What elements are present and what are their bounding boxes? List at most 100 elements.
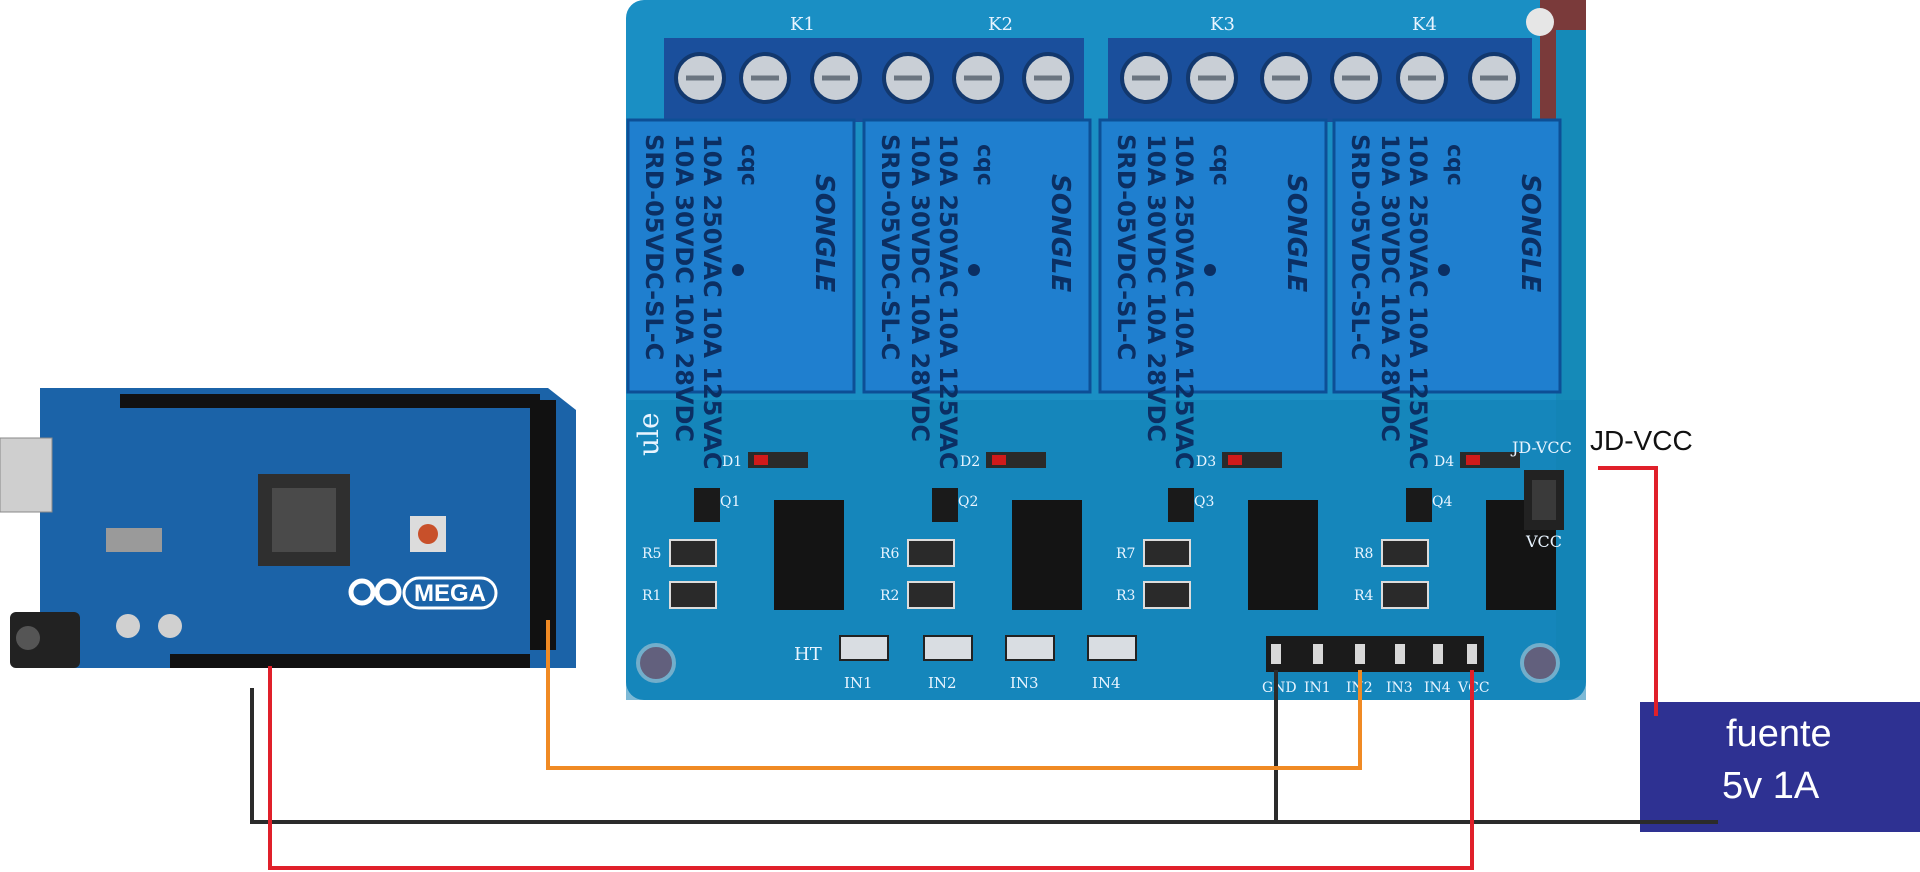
optocoupler [1248,500,1318,610]
relay-mark: cqc [972,144,997,186]
transistor-label: Q4 [1432,494,1452,510]
header-pin [1467,644,1477,664]
header-housing [1266,636,1484,672]
relay-dot [968,264,980,276]
header-pin-label: GND [1262,680,1297,696]
resistor-label: R2 [880,588,899,604]
header-pin [1433,644,1443,664]
jumper-label-top: JD-VCC [1510,438,1572,457]
relay-brand: SONGLE [1045,174,1075,292]
resistor-label: R3 [1116,588,1135,604]
resistor-label: R6 [880,546,900,562]
vcc-wire [268,666,1474,870]
header-pin [1271,644,1281,664]
relay-spec-line3: 10A 250VAC 10A 125VAC [1170,134,1198,469]
diode-band [754,455,768,465]
power-supply: fuente 5v 1A [1640,702,1920,832]
power-supply-box [1640,702,1920,832]
crystal [106,528,162,552]
signal-wire [546,620,1362,770]
relay-spec-line1: SRD-05VDC-SL-C [876,134,904,360]
relay-spec-line2: 10A 30VDC 10A 28VDC [670,134,698,442]
header-pin-label: IN3 [1386,680,1413,696]
relay-label-2: K2 [988,14,1013,35]
header-pin-label: IN1 [1304,680,1331,696]
usb-connector [0,437,53,513]
transistor-label: Q2 [958,494,978,510]
resistor [669,581,717,609]
diode-band [992,455,1006,465]
relay-spec-line3: 10A 250VAC 10A 125VAC [1404,134,1432,469]
power-supply-line1: fuente [1726,713,1832,755]
resistor-label: R5 [642,546,661,562]
relay-spec-line1: SRD-05VDC-SL-C [640,134,668,360]
gnd-wire [250,688,1718,824]
transistor [694,488,720,522]
terminal-block-right [1108,38,1532,122]
capacitor [116,614,140,638]
jumper-cap [1532,480,1556,520]
header-pin [1395,644,1405,664]
relay-mark: cqc [1208,144,1233,186]
arduino-logo-text: MEGA [414,580,486,607]
header-top [120,394,540,408]
transistor-label: Q1 [720,494,740,510]
terminal-blocks [664,38,1532,122]
diode-band [1466,455,1480,465]
transistor [932,488,958,522]
relay-label-3: K3 [1210,14,1235,35]
relay-dot [1438,264,1450,276]
header-right [530,400,556,650]
reset-button-cap [418,524,438,544]
relay-brand: SONGLE [1281,174,1311,292]
relay-spec-line3: 10A 250VAC 10A 125VAC [934,134,962,469]
relay-label-4: K4 [1412,14,1437,35]
resistor [1143,539,1191,567]
power-jack-hole [16,626,40,650]
relay-body [626,118,856,394]
relay-spec-line2: 10A 30VDC 10A 28VDC [1142,134,1170,442]
terminal-block-left [664,38,1084,122]
header-pin-label: IN4 [1424,680,1451,696]
relay-mark: cqc [1442,144,1467,186]
relay-spec-line1: SRD-05VDC-SL-C [1112,134,1140,360]
jdvcc-label: JD-VCC [1590,425,1693,456]
capacitor [158,614,182,638]
led [1087,635,1137,661]
jdvcc-jumper: JD-VCC VCC [1510,438,1572,551]
led-label: IN4 [1092,674,1121,692]
resistor [1143,581,1191,609]
transistor-label: Q3 [1194,494,1214,510]
header-pin [1355,644,1365,664]
relay-dot [732,264,744,276]
relay-body [1332,118,1562,394]
wires [250,466,1718,870]
header-pin [1313,644,1323,664]
transistor [1168,488,1194,522]
arduino-mega: MEGA [0,388,576,668]
diode-label: D2 [960,454,980,470]
led-label: IN1 [844,674,873,692]
board-edge-text: ule [632,412,665,456]
resistor-label: R8 [1354,546,1373,562]
diode-label: D1 [722,454,742,470]
diode-label: D4 [1434,454,1454,470]
resistor [1381,539,1429,567]
resistor-label: R1 [642,588,661,604]
led-prefix-label: HT [794,644,822,665]
resistor [669,539,717,567]
diode-label: D3 [1196,454,1216,470]
jumper-label-bottom: VCC [1525,532,1562,551]
chip-core [272,488,336,552]
led-label: IN2 [928,674,957,692]
power-jack [10,612,80,668]
